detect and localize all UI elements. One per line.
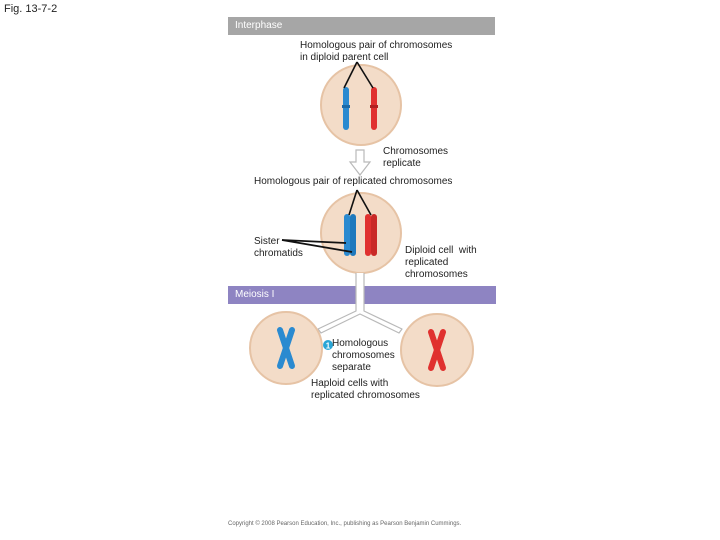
replicated-blue-chromatid-2 <box>350 214 356 256</box>
parent-red-centromere <box>370 105 378 108</box>
blue-replicated-chromosome <box>277 327 295 369</box>
sister-chromatids-pointer-1 <box>281 239 347 244</box>
parent-blue-centromere <box>342 105 350 108</box>
sister-chromatids-label: Sister chromatids <box>254 236 303 259</box>
replicated-red-chromatid-2 <box>371 214 377 256</box>
red-replicated-chromosome <box>428 329 446 371</box>
diploid-cell <box>320 192 402 274</box>
replicated-blue-chromatid-1 <box>344 214 350 256</box>
replication-arrow <box>348 149 372 176</box>
copyright-notice: Copyright © 2008 Pearson Education, Inc.… <box>228 521 462 527</box>
replicated-red-chromatid-1 <box>365 214 371 256</box>
interphase-label: Interphase <box>235 20 283 31</box>
step-badge <box>323 340 333 350</box>
homologs-separate-label: Homologous chromosomes separate <box>332 338 395 373</box>
homologous-pair-pointer-right <box>356 61 374 89</box>
haploid-cells-label: Haploid cells with replicated chromosome… <box>311 378 420 401</box>
replicated-pair-label: Homologous pair of replicated chromosome… <box>254 176 453 187</box>
parent-blue-chromosome <box>343 87 349 130</box>
interphase-band: Interphase <box>228 17 495 35</box>
separation-arrow <box>317 273 403 334</box>
replicated-pair-pointer-right <box>356 189 372 216</box>
parent-red-chromosome <box>371 87 377 130</box>
homologous-pair-label: Homologous pair of chromosomes in diploi… <box>300 40 453 63</box>
parent-cell <box>320 64 402 146</box>
sister-chromatids-pointer-2 <box>281 239 353 253</box>
replicated-pair-pointer-left <box>348 189 358 216</box>
chromosomes-replicate-label: Chromosomes replicate <box>383 146 449 169</box>
diploid-cell-label: Diploid cell with replicated chromosomes <box>405 245 477 280</box>
step-number: 1 <box>326 342 331 351</box>
homologous-pair-pointer-left <box>343 61 358 89</box>
figure-label: Fig. 13-7-2 <box>4 3 58 15</box>
meiosis-one-label: Meiosis I <box>235 289 275 300</box>
